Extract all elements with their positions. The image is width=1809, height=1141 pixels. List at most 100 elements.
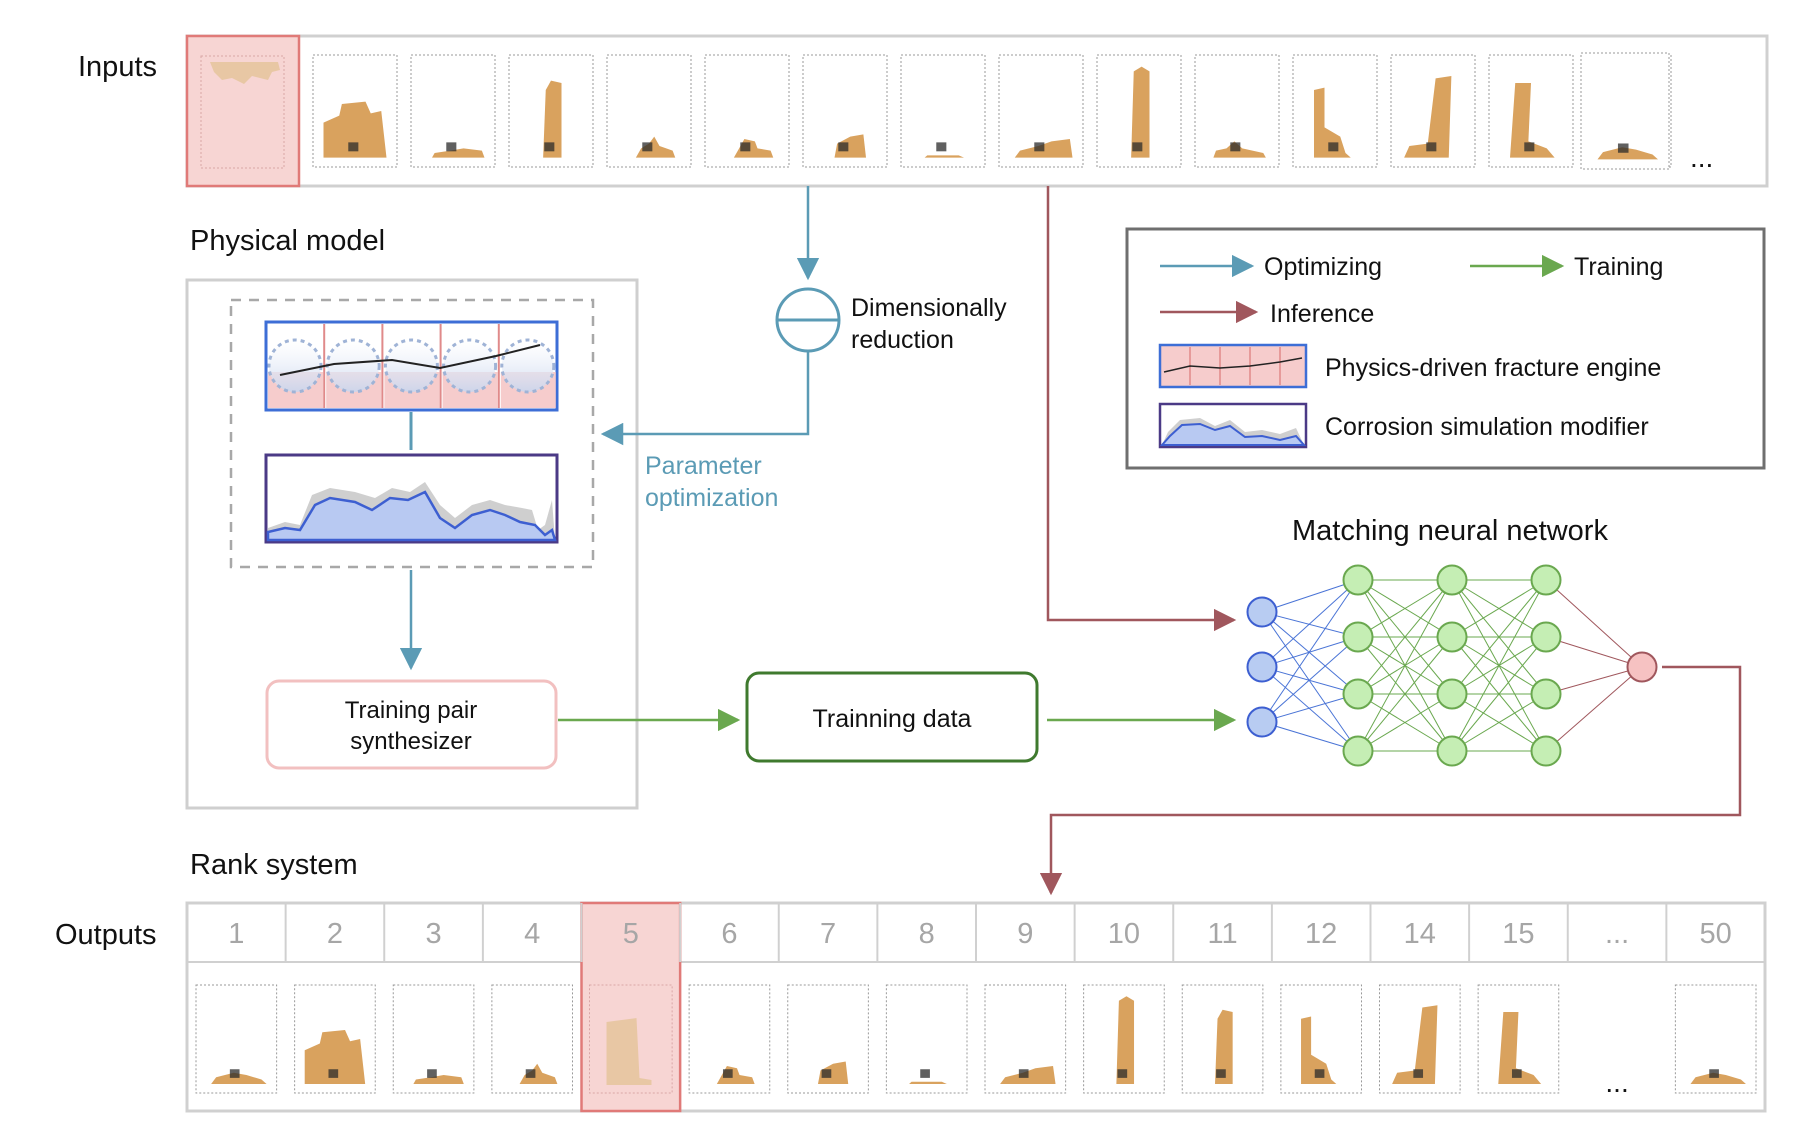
physical-model-box <box>185 278 639 810</box>
fracture-curve <box>279 344 541 376</box>
output-fragment-10 <box>1116 996 1135 1084</box>
nn-hidden-node <box>1530 621 1562 653</box>
nn-hidden-node <box>1530 678 1562 710</box>
param-opt-line2: optimization <box>645 484 778 512</box>
input-fragment-13 <box>1510 83 1555 158</box>
nn-edge <box>1261 579 1359 613</box>
query-fragment <box>210 62 280 84</box>
rank-header-1: 1 <box>228 918 244 950</box>
output-fragment-16 <box>1690 1072 1746 1084</box>
rank-header-2: 2 <box>327 918 343 950</box>
inputs-to-nn-arrow <box>1046 186 1237 632</box>
nn-edge <box>1261 611 1359 695</box>
input-fragment-3-dark-patch <box>544 142 555 152</box>
nn-hidden-node <box>1342 735 1374 767</box>
legend-corrosion-label: Corrosion simulation modifier <box>1325 413 1649 441</box>
rank-header-6: 6 <box>721 918 737 950</box>
fracture-cell-circle <box>383 338 439 394</box>
training-pair-line1: Training pair <box>345 697 478 724</box>
fracture-engine-panel <box>264 320 559 412</box>
rank-header-12: 12 <box>1305 918 1337 950</box>
fracture-cell-circle <box>325 338 381 394</box>
training-data-box <box>745 671 1039 763</box>
input-fragment-3 <box>543 80 562 158</box>
input-fragment-6-dark-patch <box>838 142 849 152</box>
nn-input-node <box>1246 651 1278 683</box>
nn-edge <box>1357 693 1453 752</box>
nn-hidden-node <box>1436 564 1468 596</box>
outputs-ellipsis: ... <box>1605 1067 1628 1098</box>
nn-input-node <box>1246 596 1278 628</box>
output-fragment-13-dark-patch <box>1413 1069 1424 1078</box>
rank-header-16: 50 <box>1700 918 1732 950</box>
legend-optimizing-label: Optimizing <box>1264 253 1382 281</box>
legend-inference-label: Inference <box>1270 300 1374 328</box>
output-fragment-2-dark-patch <box>328 1069 339 1078</box>
fracture-cell-circle <box>500 338 556 394</box>
fracture-cell-circle <box>267 338 323 394</box>
nn-edge <box>1451 579 1547 752</box>
input-fragment-15-dark-patch <box>1617 143 1629 153</box>
rank-header-5: 5 <box>623 918 639 950</box>
nn-hidden-node <box>1436 678 1468 710</box>
output-fragment-10-dark-patch <box>1117 1069 1128 1078</box>
nn-edge <box>1261 579 1359 668</box>
training-pair-synthesizer <box>265 679 558 770</box>
rank-header-13: 14 <box>1404 918 1436 950</box>
input-fragment-11-dark-patch <box>1328 142 1339 152</box>
output-fragment-12-dark-patch <box>1314 1069 1325 1078</box>
nn-to-rank-arrow <box>1039 665 1742 896</box>
output-fragment-1 <box>211 1072 267 1084</box>
output-fragment-7 <box>817 1061 849 1084</box>
output-fragment-1-dark-patch <box>229 1069 240 1078</box>
output-fragment-6-dark-patch <box>722 1069 733 1078</box>
dim-reduction-line1: Dimensionally <box>851 294 1007 322</box>
output-fragment-3 <box>413 1075 464 1084</box>
nn-hidden-node <box>1436 621 1468 653</box>
rank-header-14: 15 <box>1502 918 1534 950</box>
legend-training-label: Training <box>1574 253 1663 281</box>
rank-header-9: 9 <box>1017 918 1033 950</box>
input-fragment-2 <box>432 148 485 158</box>
nn-edges <box>1261 579 1643 752</box>
nn-edge <box>1261 693 1359 723</box>
rank-header-11: 11 <box>1208 918 1238 950</box>
input-fragment-5-dark-patch <box>740 142 751 152</box>
input-fragment-9 <box>1131 66 1150 158</box>
nn-edge <box>1545 666 1643 752</box>
rank-header-4: 4 <box>524 918 540 950</box>
training-data-label: Trainning data <box>813 705 972 733</box>
output-fragment-14 <box>1498 1012 1542 1084</box>
rank-header-8: 8 <box>919 918 935 950</box>
input-fragment-12 <box>1404 76 1452 158</box>
input-fragment-7-dark-patch <box>936 142 947 152</box>
nn-edge <box>1545 636 1643 668</box>
nn-hidden-node <box>1530 564 1562 596</box>
nn-edge <box>1261 721 1359 752</box>
nn-nodes <box>1246 564 1658 767</box>
nn-edge <box>1261 636 1359 668</box>
rank-header-10: 10 <box>1108 918 1140 950</box>
inputs-ellipsis: ... <box>1690 142 1713 173</box>
input-fragment-10-dark-patch <box>1230 142 1241 152</box>
rank-system-label: Rank system <box>190 849 358 881</box>
rank-match-fragment <box>606 1018 652 1085</box>
rank-header-7: 7 <box>820 918 836 950</box>
output-fragment-8-dark-patch <box>920 1069 930 1078</box>
rank-header-15: ... <box>1605 918 1629 950</box>
physical-model-label: Physical model <box>190 225 385 257</box>
input-fragment-9-dark-patch <box>1132 142 1143 152</box>
nn-edge <box>1357 579 1453 695</box>
output-fragment-11-dark-patch <box>1216 1069 1226 1078</box>
nn-hidden-node <box>1342 621 1374 653</box>
nn-edge <box>1545 666 1643 695</box>
dim-reduction-line2: reduction <box>851 326 954 354</box>
nn-edge <box>1261 666 1359 752</box>
nn-input-node <box>1246 706 1278 738</box>
output-fragment-16-dark-patch <box>1709 1069 1719 1078</box>
input-fragment-4-dark-patch <box>642 142 653 152</box>
nn-edge <box>1545 579 1643 668</box>
output-fragment-7-dark-patch <box>821 1069 832 1078</box>
